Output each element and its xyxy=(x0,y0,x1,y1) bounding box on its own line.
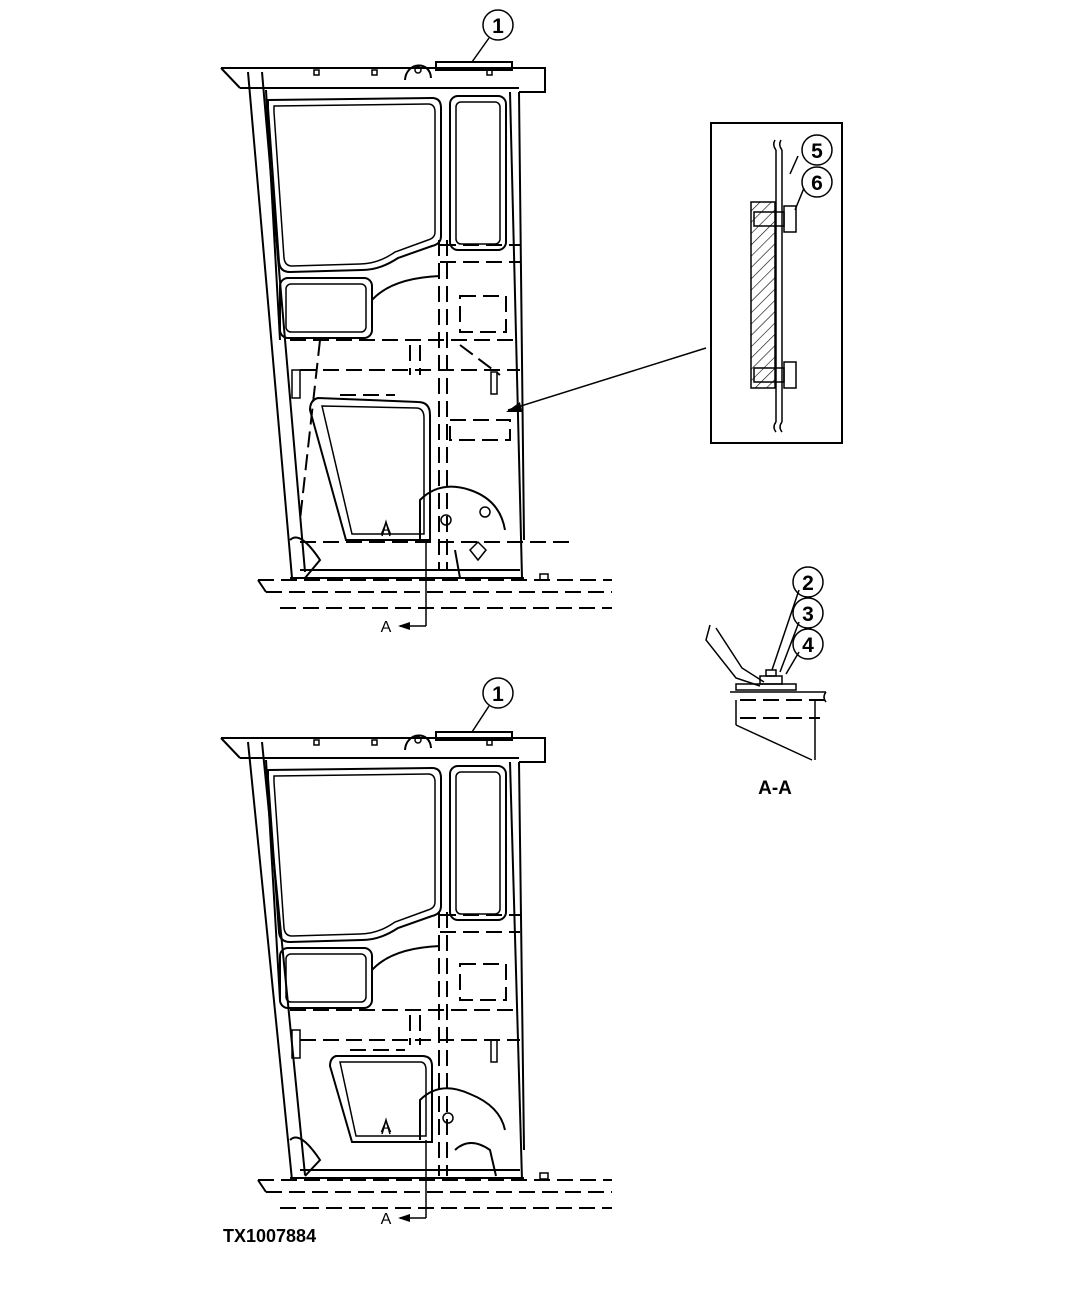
callout-4: 4 xyxy=(792,628,824,660)
upper-cab-view xyxy=(220,61,612,630)
callout-5: 5 xyxy=(801,134,833,166)
callout-6-label: 6 xyxy=(811,172,823,195)
callout-1-lower-label: 1 xyxy=(492,683,504,706)
section-a-a-view xyxy=(705,589,827,761)
lower-cab-view xyxy=(220,731,612,1222)
callout-2: 2 xyxy=(792,566,824,598)
callout-3-label: 3 xyxy=(802,603,814,626)
figure-id: TX1007884 xyxy=(223,1226,316,1246)
section-tag-letter-upper: A xyxy=(381,521,392,538)
section-arrow-letter-upper: A xyxy=(381,619,392,636)
callout-2-label: 2 xyxy=(802,572,814,595)
callout-5-label: 5 xyxy=(811,140,823,163)
callout-1-upper-label: 1 xyxy=(492,15,504,38)
section-tag-letter-lower: A xyxy=(381,1119,392,1136)
detail-view xyxy=(506,122,843,444)
callout-3: 3 xyxy=(792,597,824,629)
callout-1-lower: 1 xyxy=(471,677,514,733)
callout-6: 6 xyxy=(801,166,833,198)
section-arrow-letter-lower: A xyxy=(381,1211,392,1228)
callout-4-label: 4 xyxy=(802,634,814,657)
section-view-title: A-A xyxy=(758,778,792,799)
callout-1-upper: 1 xyxy=(471,9,514,63)
